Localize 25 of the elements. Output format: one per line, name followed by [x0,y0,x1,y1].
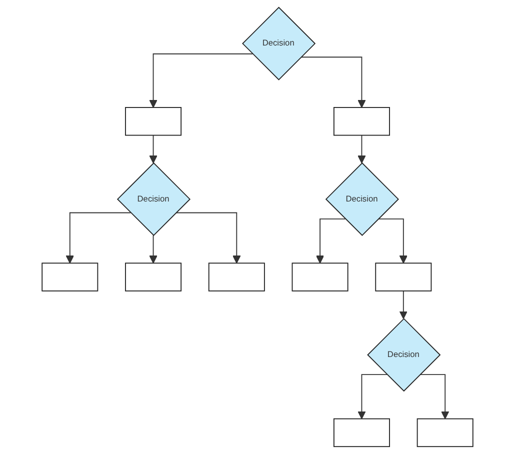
node-box [208,262,264,292]
node-box [124,107,182,136]
arrow [357,374,387,420]
arrow [418,374,449,420]
node-box [332,418,390,448]
node-box [374,262,432,292]
arrow [148,53,252,108]
arrow [148,234,157,264]
arrow [357,134,366,164]
arrow [398,290,407,320]
node-diamond: Decision [324,162,398,236]
node-box [124,262,182,292]
node-diamond: Decision [242,6,316,80]
node-box [416,418,473,448]
node-box [332,107,390,136]
node-box [41,262,98,292]
arrow [315,218,346,264]
arrow [377,218,407,264]
arrow [174,212,240,264]
node-diamond: Decision [366,318,440,392]
arrow [65,212,131,264]
arrow [148,134,157,164]
node-diamond: Decision [116,162,190,236]
node-box [291,262,348,292]
arrow [300,56,366,108]
